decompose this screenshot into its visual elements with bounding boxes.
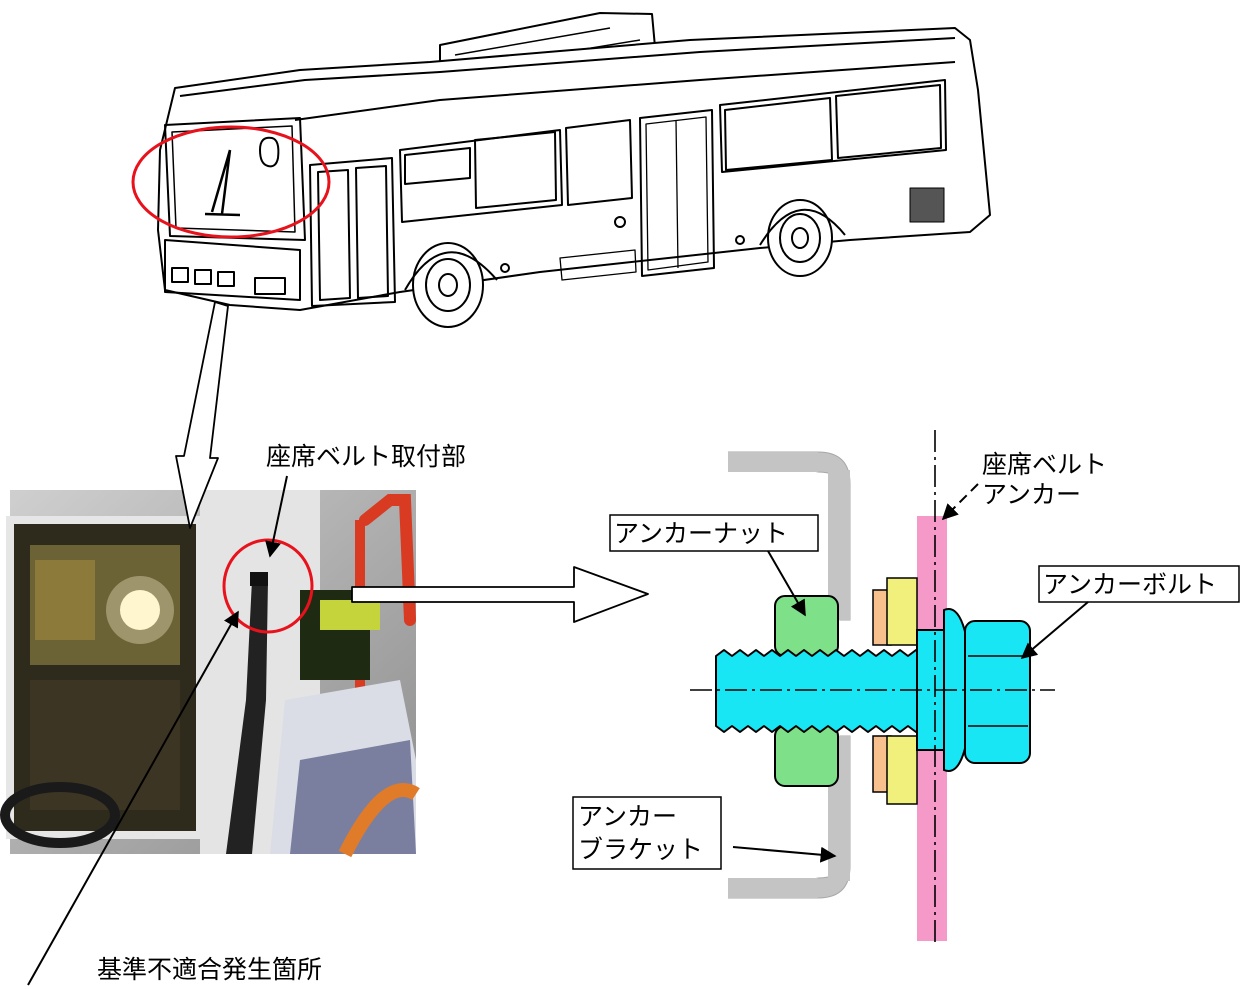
anchor-bolt-label: アンカーボルト bbox=[1043, 570, 1217, 599]
anchor-bolt-callout-box bbox=[1038, 565, 1240, 603]
anchor-bolt-shank bbox=[715, 649, 923, 733]
anchor-nut-callout-box bbox=[609, 514, 819, 552]
anchor-nut-upper bbox=[774, 595, 839, 657]
anchor-bracket-label-line1: アンカー bbox=[578, 802, 677, 831]
anchor-nut-label: アンカーナット bbox=[614, 519, 788, 548]
belt-mount-label: 座席ベルト取付部 bbox=[266, 442, 466, 471]
anchor-bolt-head bbox=[964, 620, 1031, 764]
anchor-bracket-label-line2: ブラケット bbox=[578, 835, 703, 864]
zoom-arrow-down bbox=[175, 301, 229, 529]
nonconformity-label: 基準不適合発生箇所 bbox=[97, 955, 322, 984]
belt-anchor-label-line2: アンカー bbox=[982, 480, 1081, 509]
anchor-nut-lower bbox=[774, 725, 839, 787]
anchor-cross-section bbox=[690, 430, 1055, 945]
belt-anchor-label-line1: 座席ベルト bbox=[982, 450, 1107, 479]
bus-illustration bbox=[157, 12, 991, 328]
interior-photo bbox=[0, 490, 420, 858]
zoom-arrow-right bbox=[351, 566, 649, 623]
anchor-bracket-callout-box bbox=[572, 796, 722, 870]
windshield-highlight-circle bbox=[131, 125, 331, 239]
anchor-highlight-circle bbox=[222, 538, 314, 634]
